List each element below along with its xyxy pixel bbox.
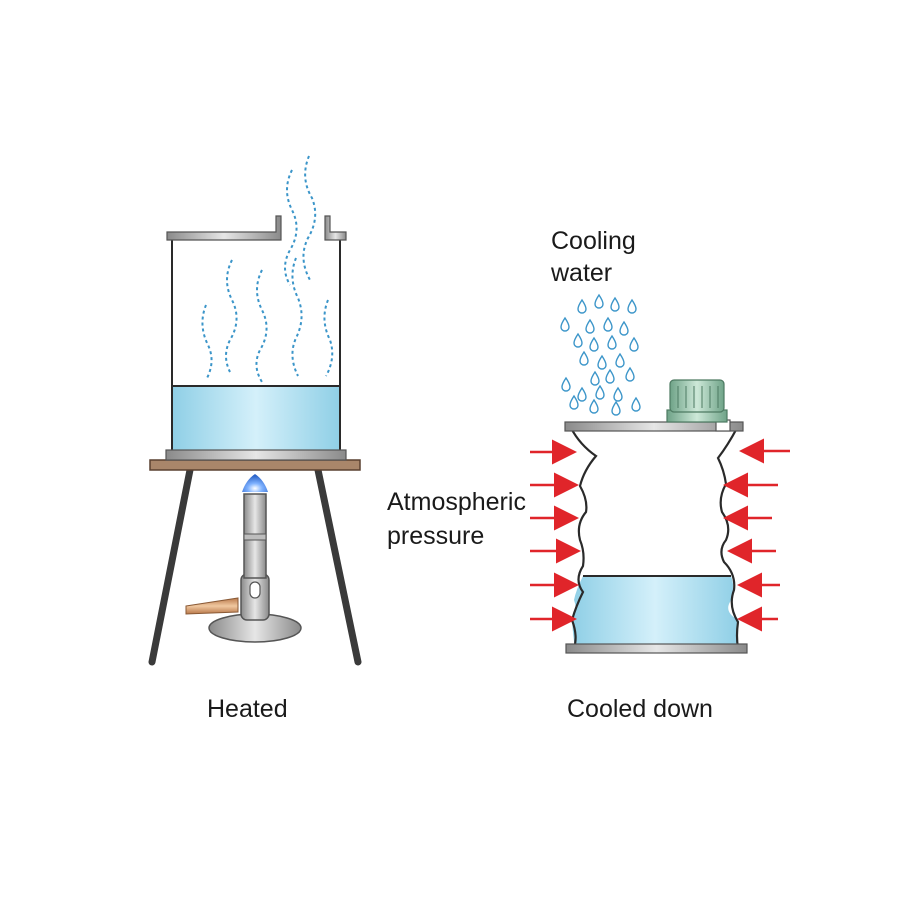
container-top-rim: [166, 215, 282, 241]
steam-lines: [201, 155, 334, 383]
cooled-down-caption: Cooled down: [567, 695, 713, 723]
atmospheric-pressure-label-line1: Atmospheric: [387, 488, 526, 516]
can-top-rim: [564, 421, 744, 432]
cooling-water-label-line2: water: [551, 259, 613, 287]
pressure-arrows-left: [530, 439, 581, 632]
can-right-wall: [716, 427, 740, 649]
flame-icon: [242, 474, 268, 492]
tripod-stand: [148, 466, 362, 666]
water-cooled: [572, 576, 738, 648]
pressure-arrows-right: [723, 438, 790, 632]
cooled-apparatus: [530, 293, 790, 654]
heated-caption: Heated: [207, 695, 288, 723]
open-container: [165, 215, 347, 461]
bunsen-burner: [185, 474, 302, 643]
crushed-can: [564, 379, 748, 654]
cooling-water-label-line1: Cooling: [551, 227, 636, 255]
atmospheric-pressure-label-line2: pressure: [387, 522, 485, 550]
cooling-water-drops: [560, 293, 641, 416]
water-heated: [172, 386, 340, 452]
gas-hose: [185, 597, 239, 615]
can-bottom-rim: [565, 643, 748, 654]
heated-apparatus: [148, 155, 362, 666]
bottle-cap-icon: [666, 379, 728, 423]
gauze-platform: [149, 459, 361, 471]
